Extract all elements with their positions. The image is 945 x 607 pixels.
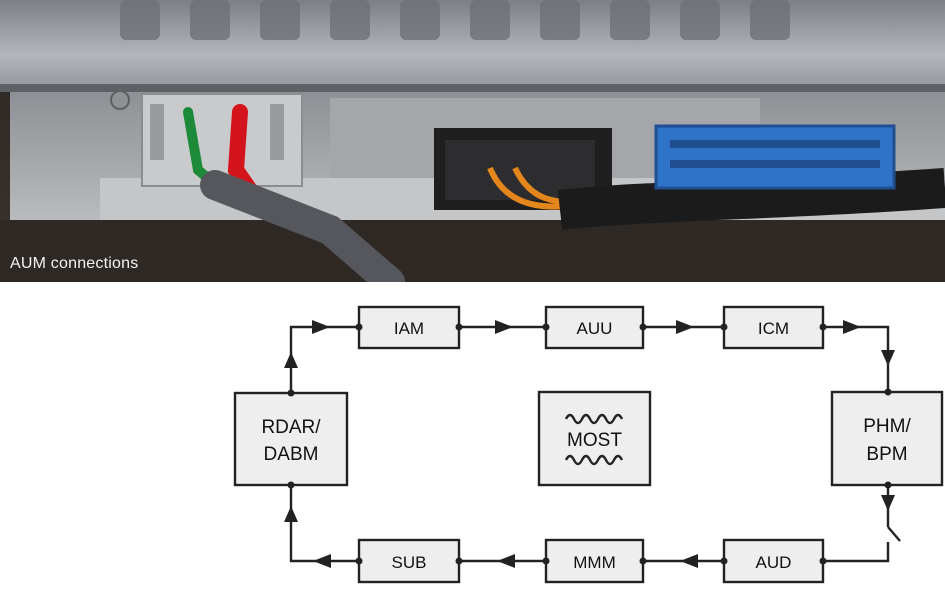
module-mmm-label: MMM bbox=[573, 553, 615, 572]
module-sub-label: SUB bbox=[392, 553, 427, 572]
arrow-right-to-icm bbox=[676, 320, 694, 334]
dot-sub-right bbox=[455, 557, 463, 565]
wire-rdar-to-iam bbox=[289, 325, 359, 393]
module-icm: ICM bbox=[722, 305, 825, 350]
wire-icm-to-phm bbox=[823, 325, 890, 392]
module-auu-label: AUU bbox=[577, 319, 613, 338]
arrow-left-to-mmm bbox=[497, 554, 515, 568]
dot-mmm-left bbox=[542, 557, 550, 565]
dot-rdar-top bbox=[287, 389, 295, 397]
dot-iam-left bbox=[355, 323, 363, 331]
connection-dots bbox=[287, 323, 892, 565]
module-rdar-dabm: RDAR/ DABM bbox=[233, 391, 349, 487]
dot-rdar-bottom bbox=[287, 481, 295, 489]
dot-auu-left bbox=[542, 323, 550, 331]
arrow-right-top-corner bbox=[843, 320, 861, 334]
dot-phm-top bbox=[884, 388, 892, 396]
dot-icm-right bbox=[819, 323, 827, 331]
module-aud: AUD bbox=[722, 538, 825, 584]
arrow-up-left-top bbox=[284, 352, 298, 368]
arrow-right-to-iam bbox=[312, 320, 330, 334]
most-logo-text: MOST bbox=[567, 430, 622, 451]
most-ring-diagram: IAM AUU ICM RDAR/ DABM PHM/ BPM SUB MMM bbox=[233, 305, 944, 584]
dot-auu-right bbox=[639, 323, 647, 331]
module-iam: IAM bbox=[357, 305, 461, 350]
dot-mmm-right bbox=[639, 557, 647, 565]
dot-phm-bottom bbox=[884, 481, 892, 489]
module-phm-bpm: PHM/ BPM bbox=[830, 390, 944, 487]
photo-caption: AUM connections bbox=[10, 255, 139, 272]
ring-break-switch bbox=[887, 526, 901, 542]
arrow-down-to-phm bbox=[881, 350, 895, 366]
module-aud-label: AUD bbox=[756, 553, 792, 572]
module-rdar-label-line1: RDAR/ bbox=[261, 417, 321, 438]
module-auu: AUU bbox=[544, 305, 645, 350]
module-iam-label: IAM bbox=[394, 319, 424, 338]
module-icm-label: ICM bbox=[758, 319, 789, 338]
most-wave-bottom-icon bbox=[564, 454, 624, 466]
module-phm-label-line1: PHM/ bbox=[863, 416, 911, 437]
wire-switch-to-aud bbox=[823, 542, 890, 563]
arrow-left-to-sub bbox=[313, 554, 331, 568]
module-mmm: MMM bbox=[544, 538, 645, 584]
dot-iam-right bbox=[455, 323, 463, 331]
most-logo: MOST bbox=[537, 390, 652, 487]
module-sub: SUB bbox=[357, 538, 461, 584]
aum-connections-photo bbox=[0, 0, 945, 282]
arrow-up-left-bottom bbox=[284, 506, 298, 522]
arrow-right-to-auu bbox=[495, 320, 513, 334]
wire-sub-to-rdar bbox=[289, 485, 359, 563]
module-rdar-label-line2: DABM bbox=[264, 444, 319, 465]
arrow-left-to-aud bbox=[680, 554, 698, 568]
ring-arrows bbox=[284, 320, 895, 568]
dot-sub-left bbox=[355, 557, 363, 565]
dot-aud-right bbox=[819, 557, 827, 565]
dot-aud-left bbox=[720, 557, 728, 565]
dot-icm-left bbox=[720, 323, 728, 331]
most-wave-top-icon bbox=[564, 413, 624, 425]
module-phm-label-line2: BPM bbox=[866, 444, 907, 465]
arrow-down-from-phm bbox=[881, 495, 895, 511]
